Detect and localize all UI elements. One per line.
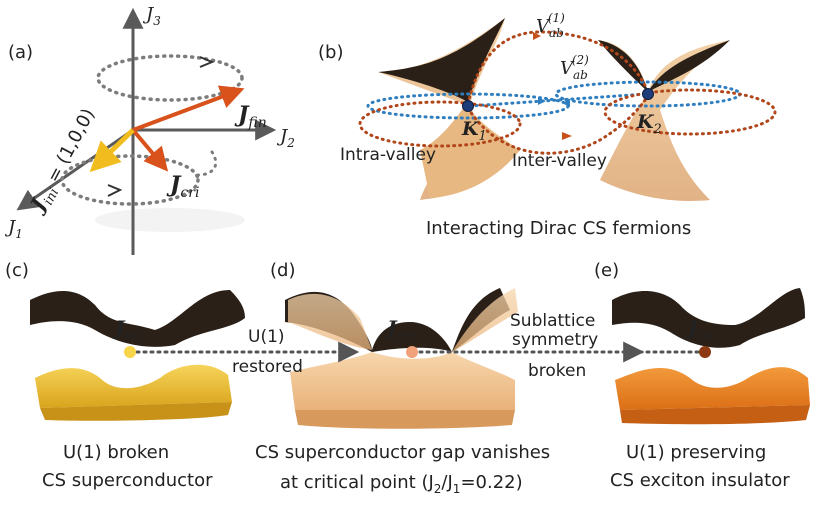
caption-c-line1: U(1) broken <box>63 442 169 463</box>
band-j-cri-label: Jcri <box>383 316 414 344</box>
j1-label: J1 <box>4 217 23 241</box>
cone-k2-lower <box>598 40 730 201</box>
k1-label: K1 <box>461 118 487 144</box>
blue-arrow-right-icon <box>538 97 546 105</box>
caption-c-line2: CS superconductor <box>42 470 213 491</box>
band-d-upper-left <box>288 293 372 350</box>
panel-label-c: (c) <box>5 260 29 281</box>
band-d-lower <box>290 352 515 410</box>
intra-valley-label: Intra-valley <box>340 145 436 165</box>
band-e-lower <box>615 367 810 410</box>
band-j-fin-label: Jfin <box>684 316 715 344</box>
dirac-cone-k1 <box>378 18 520 200</box>
band-c-lower-edge <box>40 402 232 421</box>
j-fin-vector <box>132 85 245 132</box>
caption-d-line2: at critical point (J2/J1=0.22) <box>280 472 523 496</box>
band-d-upper-right <box>452 288 518 352</box>
band-d-lower-edge <box>295 410 515 429</box>
inter-link-blue <box>468 92 648 108</box>
j3-label: J3 <box>142 4 161 28</box>
orbit-upper-arrow-icon <box>199 56 215 68</box>
j-fin-dot <box>699 346 711 358</box>
inter-orbit-bottom <box>466 94 650 155</box>
panel-label-a: (a) <box>8 42 33 63</box>
orbit-connector <box>196 150 218 177</box>
k1-node <box>462 100 474 112</box>
j-cri-dot <box>406 346 418 358</box>
j-fin-label: Jfin <box>234 102 267 131</box>
axis-shadow <box>95 208 245 232</box>
intra-orbit-red-k2 <box>603 88 777 136</box>
blue-arrow-left-icon <box>562 99 570 107</box>
red-arrow-top-icon <box>533 32 541 40</box>
sublattice-label: Sublattice <box>510 311 595 331</box>
bands-d <box>285 288 518 429</box>
panel-label-e: (e) <box>594 260 619 281</box>
panel-label-d: (d) <box>270 260 295 281</box>
band-j-ini-label: Jini <box>111 316 141 344</box>
panel-b-caption: Interacting Dirac CS fermions <box>426 218 691 239</box>
orbit-upper <box>96 54 244 102</box>
axes-3d <box>16 7 277 255</box>
restored-label: restored <box>232 357 303 377</box>
j-ini-vector <box>89 128 135 173</box>
j-ini-dot <box>124 346 136 358</box>
bands-c <box>30 290 245 421</box>
j-cri-label: Jcri <box>166 172 199 201</box>
panel-label-b: (b) <box>318 42 343 63</box>
symmetry-label: symmetry <box>512 330 598 350</box>
inter-orbit-top <box>466 30 650 106</box>
inter-valley-label: Inter-valley <box>512 151 607 171</box>
v1-label: Vab(1) <box>536 11 565 40</box>
band-e-upper <box>612 288 805 348</box>
j-cri-vector <box>131 128 169 172</box>
cone-k1-dark <box>378 18 505 102</box>
u1-label: U(1) <box>248 327 285 347</box>
j2-label: J2 <box>276 126 295 150</box>
caption-e-line2: CS exciton insulator <box>610 470 790 491</box>
k2-node <box>642 88 654 100</box>
bands-e <box>612 288 810 425</box>
band-e-lower-edge <box>620 405 810 425</box>
dirac-cone-k2 <box>598 40 730 201</box>
orbit-lower-arrow-icon <box>107 184 123 197</box>
v2-label: Vab(2) <box>560 53 589 82</box>
broken-label: broken <box>528 361 586 381</box>
caption-e-line1: U(1) preserving <box>626 442 766 463</box>
k2-label: K2 <box>636 111 662 137</box>
caption-d-line1: CS superconductor gap vanishes <box>255 442 550 463</box>
band-c-lower <box>35 364 232 408</box>
cone-k1-bottom <box>420 104 520 198</box>
orbit-lower <box>60 154 200 206</box>
band-c-upper <box>30 290 245 347</box>
red-arrow-bottom-icon <box>562 132 572 140</box>
intra-orbit-red-k1 <box>358 100 522 148</box>
